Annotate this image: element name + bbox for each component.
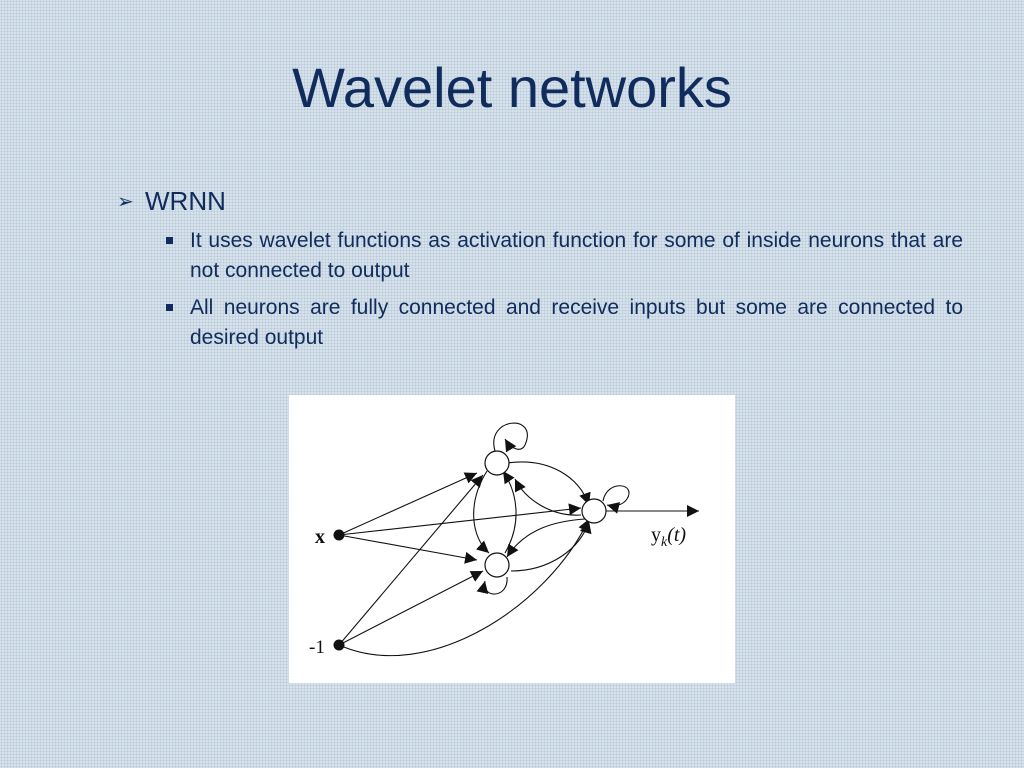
- edge-bias-to-output: [338, 518, 590, 656]
- neuron-bottom: [484, 552, 510, 578]
- edge-output-to-top: [514, 478, 582, 516]
- slide-title: Wavelet networks: [292, 56, 732, 119]
- bullet-list: It uses wavelet functions as activation …: [163, 226, 963, 360]
- edge-x-to-top: [338, 472, 478, 536]
- edge-x-to-output: [338, 503, 582, 536]
- wrnn-diagram: x -1 yk(t): [289, 395, 735, 683]
- arrow-bullet-icon: ➢: [117, 191, 134, 213]
- section-label: WRNN: [145, 186, 226, 216]
- edge-output-to-bottom: [506, 518, 586, 558]
- label-output-arg: (t): [667, 524, 686, 546]
- edge-bias-to-top: [338, 474, 484, 646]
- square-bullet-icon: [166, 237, 173, 244]
- label-output-main: y: [651, 524, 661, 546]
- label-output-subscript: k: [661, 535, 668, 550]
- edge-x-to-bottom: [338, 534, 478, 564]
- neuron-output: [581, 498, 607, 524]
- network-diagram-svg: x -1 yk(t): [309, 422, 699, 658]
- bullet-item: It uses wavelet functions as activation …: [163, 226, 963, 286]
- label-bias-input: -1: [309, 637, 325, 658]
- edge-top-to-bottom: [473, 470, 490, 554]
- edge-bottom-to-top: [502, 470, 517, 554]
- self-loop-output: [602, 485, 630, 514]
- self-loop-bottom: [476, 576, 508, 595]
- label-output: yk(t): [651, 524, 686, 550]
- bullet-text: It uses wavelet functions as activation …: [190, 229, 963, 282]
- neuron-top: [484, 450, 510, 476]
- bullet-text: All neurons are fully connected and rece…: [190, 296, 963, 349]
- section-heading: ➢ WRNN: [117, 186, 226, 217]
- input-bias-node: [333, 639, 345, 651]
- input-x-node: [333, 529, 345, 541]
- edge-bias-to-bottom: [338, 570, 484, 646]
- label-input-x: x: [315, 526, 325, 548]
- bullet-item: All neurons are fully connected and rece…: [163, 293, 963, 353]
- edge-top-to-output: [506, 461, 591, 506]
- edge-bottom-to-output: [510, 520, 592, 572]
- square-bullet-icon: [166, 304, 173, 311]
- self-loop-top: [493, 422, 528, 453]
